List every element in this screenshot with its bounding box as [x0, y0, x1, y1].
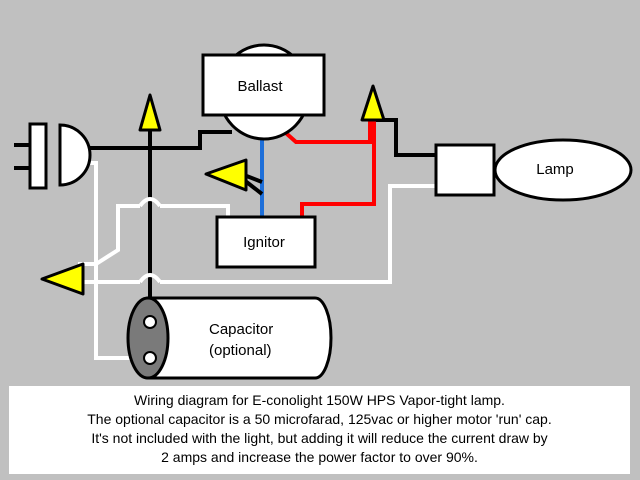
ballast-lamp-wire — [372, 118, 436, 157]
white-to-nut — [78, 204, 140, 266]
white-jump-1 — [138, 197, 162, 208]
diagram-canvas: Ballast Lamp Ignitor Capacitor (optional… — [14, 43, 633, 380]
capacitor: Capacitor (optional) — [126, 296, 333, 380]
caption-line-2: The optional capacitor is a 50 microfara… — [87, 411, 552, 427]
red-wires — [276, 120, 376, 218]
wire-nuts — [40, 84, 386, 296]
lamp: Lamp — [434, 138, 633, 202]
lamp-label: Lamp — [536, 161, 574, 178]
plug-icon — [14, 122, 92, 190]
wire-nut-left-icon — [40, 262, 85, 296]
diagram-caption: Wiring diagram for E-conolight 150W HPS … — [9, 386, 630, 474]
wire-nut-top-right-icon — [360, 84, 386, 122]
caption-line-3: It's not included with the light, but ad… — [91, 430, 548, 446]
caption-line-1: Wiring diagram for E-conolight 150W HPS … — [134, 392, 505, 408]
ignitor-label: Ignitor — [243, 234, 285, 251]
plug-hot-wire — [80, 130, 232, 150]
white-jump-2 — [138, 273, 162, 284]
wire-nut-top-left-icon — [138, 93, 162, 132]
ignitor: Ignitor — [215, 215, 317, 269]
wire-nut-middle-icon — [204, 158, 248, 192]
ballast-label: Ballast — [237, 78, 283, 95]
ballast: Ballast — [201, 43, 326, 141]
white-to-lamp — [160, 184, 436, 284]
red-ignitor-to-nut — [300, 120, 376, 218]
capacitor-sublabel: (optional) — [209, 342, 272, 359]
capacitor-label: Capacitor — [209, 321, 273, 338]
caption-line-4: 2 amps and increase the power factor to … — [161, 449, 478, 465]
white-to-ignitor — [160, 204, 230, 218]
